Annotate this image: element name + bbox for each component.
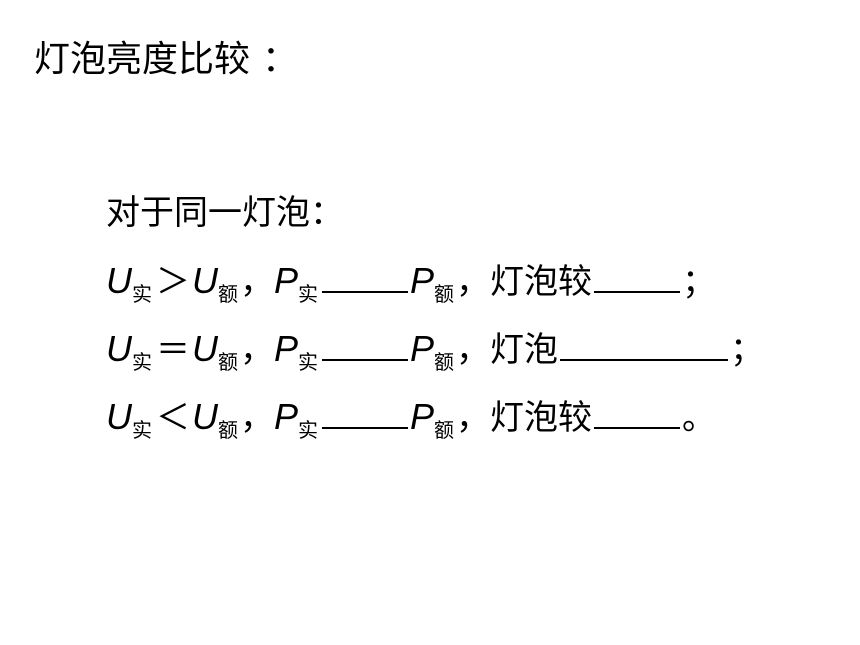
p-symbol: P	[274, 260, 299, 301]
u-symbol: U	[192, 396, 218, 437]
comma: ，	[240, 398, 274, 438]
row-end: ；	[682, 262, 717, 302]
p-symbol: P	[274, 328, 299, 369]
comma: ，	[240, 262, 274, 302]
sub-shi: 实	[298, 282, 319, 306]
intro-line: 对于同一灯泡：	[106, 193, 344, 233]
p-symbol: P	[410, 260, 435, 301]
u-symbol: U	[106, 396, 132, 437]
sub-shi: 实	[298, 350, 319, 374]
tail-text: 灯泡较	[490, 262, 593, 302]
sub-e: 额	[434, 418, 455, 442]
u-symbol: U	[192, 260, 218, 301]
page-title: 灯泡亮度比较 ：	[34, 36, 298, 84]
sub-e: 额	[434, 282, 455, 306]
u-symbol: U	[106, 260, 132, 301]
title-colon: ：	[262, 39, 299, 80]
comma: ，	[456, 330, 491, 370]
title-text: 灯泡亮度比较	[34, 39, 251, 80]
blank-power-relation[interactable]	[322, 329, 409, 361]
blank-power-relation[interactable]	[322, 397, 409, 429]
comma: ，	[456, 398, 491, 438]
sub-e: 额	[218, 418, 238, 442]
blank-brightness[interactable]	[594, 397, 681, 429]
blank-brightness[interactable]	[560, 329, 729, 361]
operator-less: ＜	[156, 398, 190, 438]
sub-e: 额	[218, 350, 238, 374]
blank-power-relation[interactable]	[322, 261, 409, 293]
comma: ，	[240, 330, 274, 370]
operator-equal: ＝	[156, 330, 190, 370]
sub-shi: 实	[298, 418, 319, 442]
p-symbol: P	[410, 396, 435, 437]
p-symbol: P	[410, 328, 435, 369]
p-symbol: P	[274, 396, 299, 437]
blank-brightness[interactable]	[594, 261, 681, 293]
u-symbol: U	[192, 328, 218, 369]
sub-shi: 实	[132, 282, 152, 306]
sub-e: 额	[218, 282, 238, 306]
tail-text: 灯泡较	[490, 398, 593, 438]
row-end: ；	[730, 330, 765, 370]
sub-shi: 实	[132, 350, 152, 374]
operator-greater: ＞	[156, 262, 190, 302]
row-end: 。	[682, 398, 717, 438]
sub-shi: 实	[132, 418, 152, 442]
tail-text: 灯泡	[490, 330, 559, 370]
sub-e: 额	[434, 350, 455, 374]
comma: ，	[456, 262, 491, 302]
u-symbol: U	[106, 328, 132, 369]
